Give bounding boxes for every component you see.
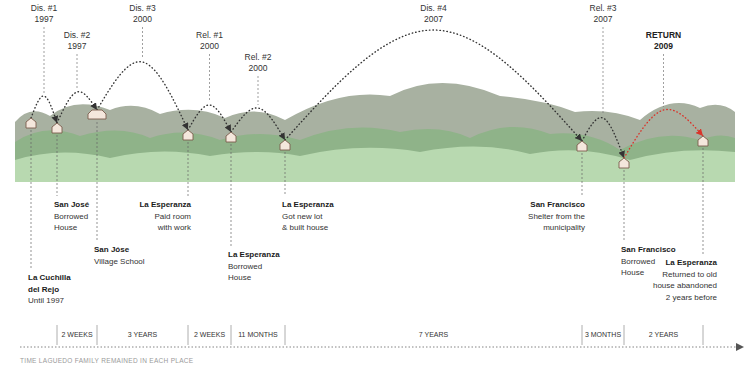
leader-line <box>703 148 704 254</box>
axis-tick <box>188 325 189 345</box>
move-arc <box>188 105 231 132</box>
house-icon <box>280 140 290 150</box>
place-note: Returned to old house abandoned 2 years … <box>651 269 717 304</box>
move-label: Dis. #4 2007 <box>413 3 455 25</box>
leader-line <box>188 142 189 196</box>
place-note: Borrowed House <box>54 211 96 234</box>
place-note: Paid room with work <box>143 211 191 234</box>
place-text: La EsperanzaBorrowed House <box>228 249 281 284</box>
place-marker: San FranciscoShelter from the municipali… <box>526 141 588 234</box>
label-leader <box>258 76 259 105</box>
place-text: San JoséBorrowed House <box>54 199 97 234</box>
place-marker: La EsperanzaGot new lot & built house <box>279 140 335 234</box>
move-arc <box>31 96 57 123</box>
place-marker: La EsperanzaBorrowed House <box>225 132 281 284</box>
move-label: Dis. #1 1997 <box>23 3 65 25</box>
label-leader <box>77 54 78 89</box>
place-name: San José <box>54 199 97 211</box>
axis-arrow <box>736 343 744 351</box>
house-icon <box>226 132 236 142</box>
duration-label: 3 MONTHS <box>585 330 621 339</box>
duration-label: 7 YEARS <box>419 330 448 339</box>
leader-line <box>231 144 232 246</box>
house-icon <box>52 123 62 133</box>
leader-line <box>582 153 583 196</box>
axis-tick <box>57 325 58 345</box>
axis-ticks <box>57 325 703 345</box>
house-icon <box>26 118 36 128</box>
place-text: San FranciscoShelter from the municipali… <box>526 199 585 234</box>
place-marker: La EsperanzaReturned to old house abando… <box>650 136 717 303</box>
duration-label: 3 YEARS <box>128 330 157 339</box>
place-name: La Esperanza <box>138 199 191 211</box>
label-leader <box>209 54 210 102</box>
house-icon <box>619 158 629 168</box>
label-leader <box>44 27 45 93</box>
place-name: La Esperanza <box>650 257 717 269</box>
place-text: La Cuchilla del RejoUntil 1997 <box>28 272 77 307</box>
place-note: Borrowed House <box>228 261 273 284</box>
leader-line <box>57 135 58 196</box>
place-text: San JóseVillage School <box>94 244 146 267</box>
move-label: Rel. #2 2000 <box>237 52 279 74</box>
duration-label: 2 WEEKS <box>194 330 225 339</box>
place-note: Got new lot & built house <box>282 211 329 234</box>
place-text: La EsperanzaReturned to old house abando… <box>650 257 717 303</box>
place-note: Borrowed House <box>621 256 666 279</box>
leader-line <box>624 170 625 241</box>
place-icon <box>87 110 146 267</box>
place-marker: San JóseVillage School <box>87 110 146 267</box>
axis-line <box>20 347 737 348</box>
move-label: Rel. #1 2000 <box>189 30 231 52</box>
move-label: Rel. #3 2007 <box>582 3 624 25</box>
leader-line <box>285 152 286 196</box>
duration-label: 2 WEEKS <box>61 330 92 339</box>
leader-line <box>31 130 32 269</box>
axis-tick <box>703 325 704 345</box>
house-icon <box>577 141 587 151</box>
house-icon <box>88 110 106 119</box>
place-text: La EsperanzaGot new lot & built house <box>282 199 335 234</box>
place-marker: La EsperanzaPaid room with work <box>138 130 194 234</box>
move-label: Dis. #2 1997 <box>56 30 98 52</box>
axis-tick <box>285 325 286 345</box>
middle-hills <box>15 127 735 182</box>
duration-label: 2 YEARS <box>649 330 678 339</box>
label-leader <box>142 27 143 59</box>
place-name: San Francisco <box>621 244 677 256</box>
move-arc <box>624 109 703 158</box>
back-hills <box>15 83 735 182</box>
place-name: La Cuchilla del Rejo <box>28 272 76 295</box>
place-icon <box>225 132 281 284</box>
axis-caption: TIME LAGUEDO FAMILY REMAINED IN EACH PLA… <box>20 356 193 365</box>
place-marker: San JoséBorrowed House <box>51 123 97 234</box>
house-icon <box>183 130 193 140</box>
place-note: Village School <box>94 256 146 268</box>
axis-tick <box>97 325 98 345</box>
move-arc <box>582 118 624 158</box>
move-arc <box>231 108 285 140</box>
label-leader <box>603 27 604 115</box>
axis-tick <box>582 325 583 345</box>
axis-tick <box>231 325 232 345</box>
label-leader <box>663 54 664 107</box>
place-note: Until 1997 <box>28 295 77 307</box>
move-arc <box>285 30 582 141</box>
place-text: La EsperanzaPaid room with work <box>138 199 191 234</box>
place-name: La Esperanza <box>228 249 281 261</box>
leader-line <box>97 122 98 241</box>
place-note: Shelter from the municipality <box>527 211 585 234</box>
move-arc <box>97 62 188 130</box>
house-icon <box>698 136 708 146</box>
place-name: San Jóse <box>94 244 146 256</box>
place-name: La Esperanza <box>282 199 335 211</box>
move-label: Dis. #3 2000 <box>122 3 164 25</box>
duration-label: 11 MONTHS <box>238 330 278 339</box>
time-axis <box>20 347 737 348</box>
place-name: San Francisco <box>526 199 585 211</box>
move-label: RETURN 2009 <box>643 30 685 52</box>
axis-tick <box>624 325 625 345</box>
